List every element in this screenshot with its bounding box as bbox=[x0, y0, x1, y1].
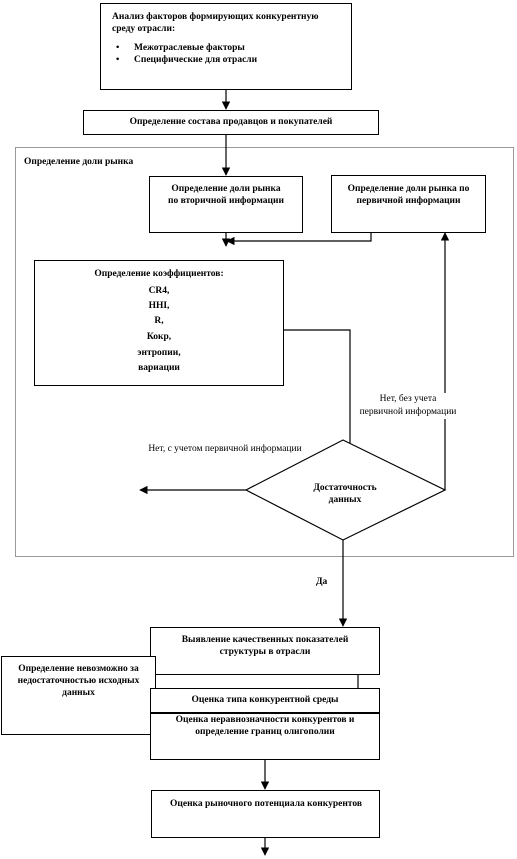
composition-box bbox=[83, 110, 379, 135]
market-share-region-title: Определение доли рынка bbox=[24, 157, 134, 167]
competition-type-box bbox=[150, 688, 380, 713]
factors-list: Межотраслевые факторы Специфические для … bbox=[112, 42, 342, 66]
branch-label-yes: Да bbox=[316, 577, 328, 587]
decision-diamond bbox=[244, 439, 447, 541]
primary-info-label: Определение доли рынка по первичной инфо… bbox=[347, 184, 470, 206]
factors-list-item: Специфические для отрасли bbox=[112, 54, 342, 66]
quality-indicators-label: Выявление качественных показателей струк… bbox=[181, 635, 349, 657]
market-potential-box bbox=[151, 790, 380, 838]
primary-info-box bbox=[331, 175, 486, 233]
market-potential-label: Оценка рыночного потенциала конкурентов bbox=[170, 799, 362, 809]
impossible-label: Определение невозможно за недостаточност… bbox=[17, 664, 140, 698]
coefficient-item: Кокр, bbox=[146, 332, 172, 342]
coefficients-box bbox=[34, 260, 284, 386]
factors-analysis-title: Анализ факторов формирующих конкурентную… bbox=[112, 12, 319, 34]
competition-type-label: Оценка типа конкурентной среды bbox=[191, 695, 339, 705]
market-share-region bbox=[15, 147, 514, 557]
coefficient-item: энтропии, bbox=[137, 348, 181, 358]
secondary-info-label: Определение доли рынка по вторичной инфо… bbox=[168, 184, 284, 206]
inequality-box bbox=[150, 713, 380, 760]
composition-label: Определение состава продавцов и покупате… bbox=[129, 117, 333, 127]
quality-indicators-box bbox=[150, 627, 380, 675]
coefficients-title: Определение коэффициентов: bbox=[94, 269, 224, 279]
coefficient-item: CR4, bbox=[148, 286, 170, 296]
inequality-label: Оценка неравнозначности конкурентов и оп… bbox=[175, 715, 355, 737]
branch-label-no-with-primary: Нет, с учетом первичной информации bbox=[140, 443, 310, 456]
factors-list-item: Межотраслевые факторы bbox=[112, 42, 342, 54]
coefficient-item: R, bbox=[154, 316, 164, 326]
coefficient-item: HHI, bbox=[148, 301, 170, 311]
decision-label: Достаточность данных bbox=[313, 483, 377, 505]
secondary-info-box bbox=[149, 176, 303, 233]
coefficient-item: вариации bbox=[138, 363, 180, 373]
branch-label-no-without-primary: Нет, без учета первичной информации bbox=[356, 393, 460, 419]
